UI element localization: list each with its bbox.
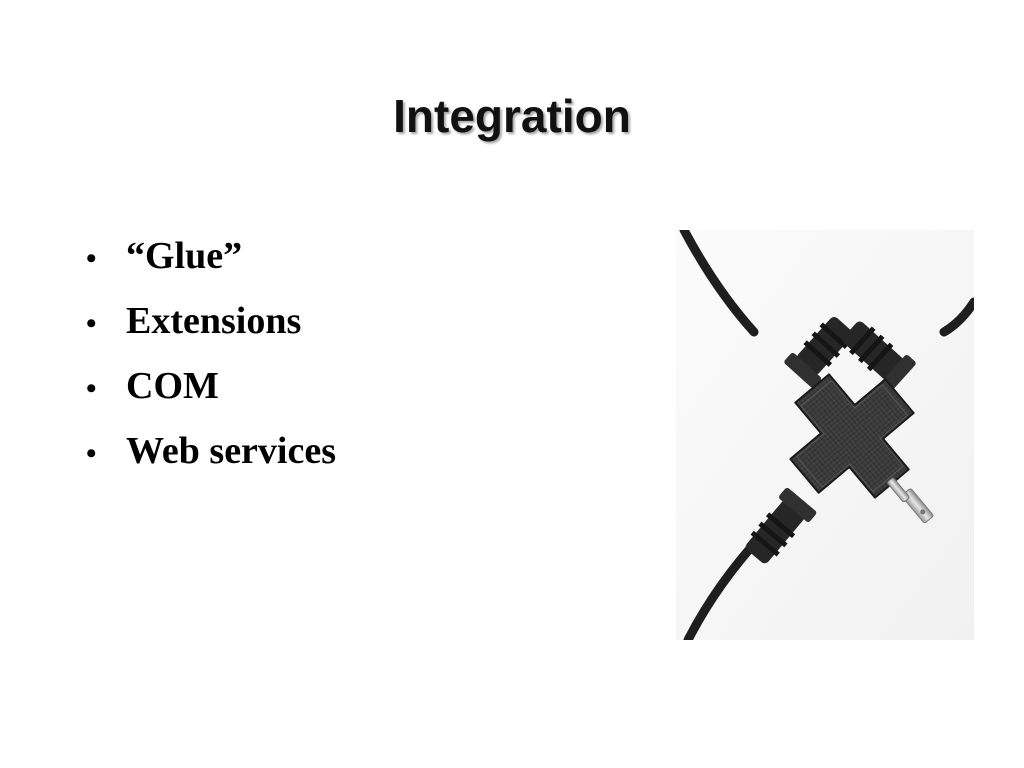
power-cord-splitter-photo xyxy=(676,230,974,640)
bullet-text: COM xyxy=(126,365,219,407)
bullet-text: Web services xyxy=(126,430,337,472)
bullet-icon: • xyxy=(86,307,97,340)
bullet-list: • “Glue” • Extensions • COM • Web servic… xyxy=(86,228,336,488)
bullet-item: • Web services xyxy=(86,423,336,488)
bullet-item: • COM xyxy=(86,358,336,423)
bullet-icon: • xyxy=(86,437,97,470)
bullet-item: • Extensions xyxy=(86,293,336,358)
bullet-icon: • xyxy=(86,242,97,275)
bullet-text: “Glue” xyxy=(126,235,243,277)
slide-title: Integration xyxy=(393,90,631,142)
bullet-text: Extensions xyxy=(126,300,302,342)
bullet-icon: • xyxy=(86,372,97,405)
bullet-item: • “Glue” xyxy=(86,228,336,293)
